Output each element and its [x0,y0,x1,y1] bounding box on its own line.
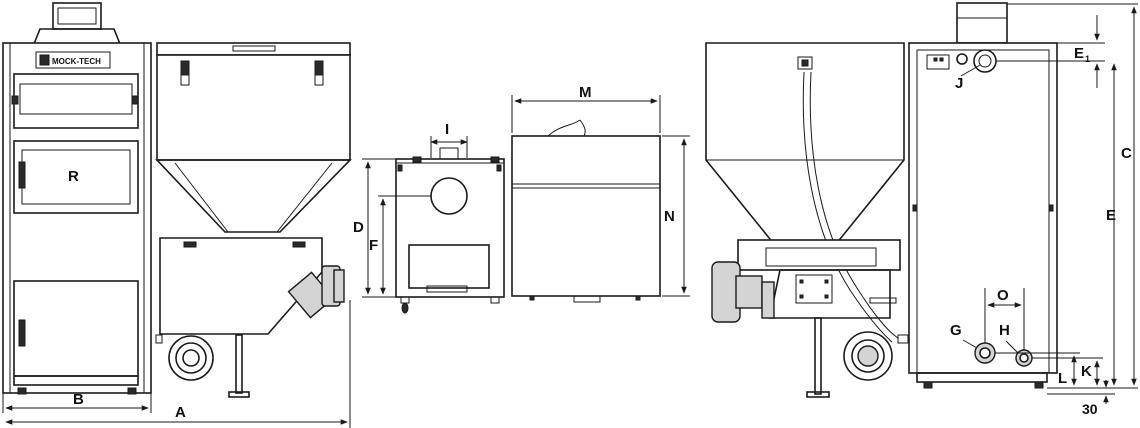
label-m: M [579,84,592,101]
label-j: J [955,75,963,92]
label-g: G [950,322,962,339]
rear-view: J G H O E 1 E C K L [869,2,1138,417]
label-30: 30 [1082,401,1098,417]
label-e: E [1106,207,1116,224]
hopper-box [511,135,661,297]
label-k: K [1081,363,1092,380]
outlet-pipe-circle [430,177,468,215]
label-e1-sub: 1 [1085,54,1090,64]
label-n: N [664,208,675,225]
label-r: R [68,168,79,185]
loading-door [13,140,139,214]
wheel-rear [843,331,893,381]
label-e1: E [1074,45,1084,62]
label-l: L [1058,370,1067,387]
brand-plate: MOCK-TECH [35,51,111,69]
brand-text: MOCK-TECH [52,57,101,66]
label-h: H [999,322,1010,339]
wheel-front [168,335,214,381]
feeder-motor-rear [711,261,775,323]
control-panel [32,2,122,45]
hopper-front-view: A [5,42,352,428]
label-b: B [73,391,84,408]
hopper-side-view: M N [511,84,690,303]
burner-side-view: I D F [353,121,505,314]
front-view: MOCK-TECH R B [2,2,152,413]
boiler-body-rear [908,42,1058,374]
feeder-motor-front [287,265,345,319]
label-a: A [175,404,186,421]
flue-top [956,2,1008,44]
ash-door [13,280,139,377]
label-d: D [353,219,364,236]
label-c: C [1121,145,1132,162]
hopper-rear-view [705,42,905,398]
top-door [13,73,139,129]
label-f: F [369,237,378,254]
flue-outlet-j [973,49,997,73]
label-i: I [445,121,449,138]
label-o: O [997,287,1009,304]
